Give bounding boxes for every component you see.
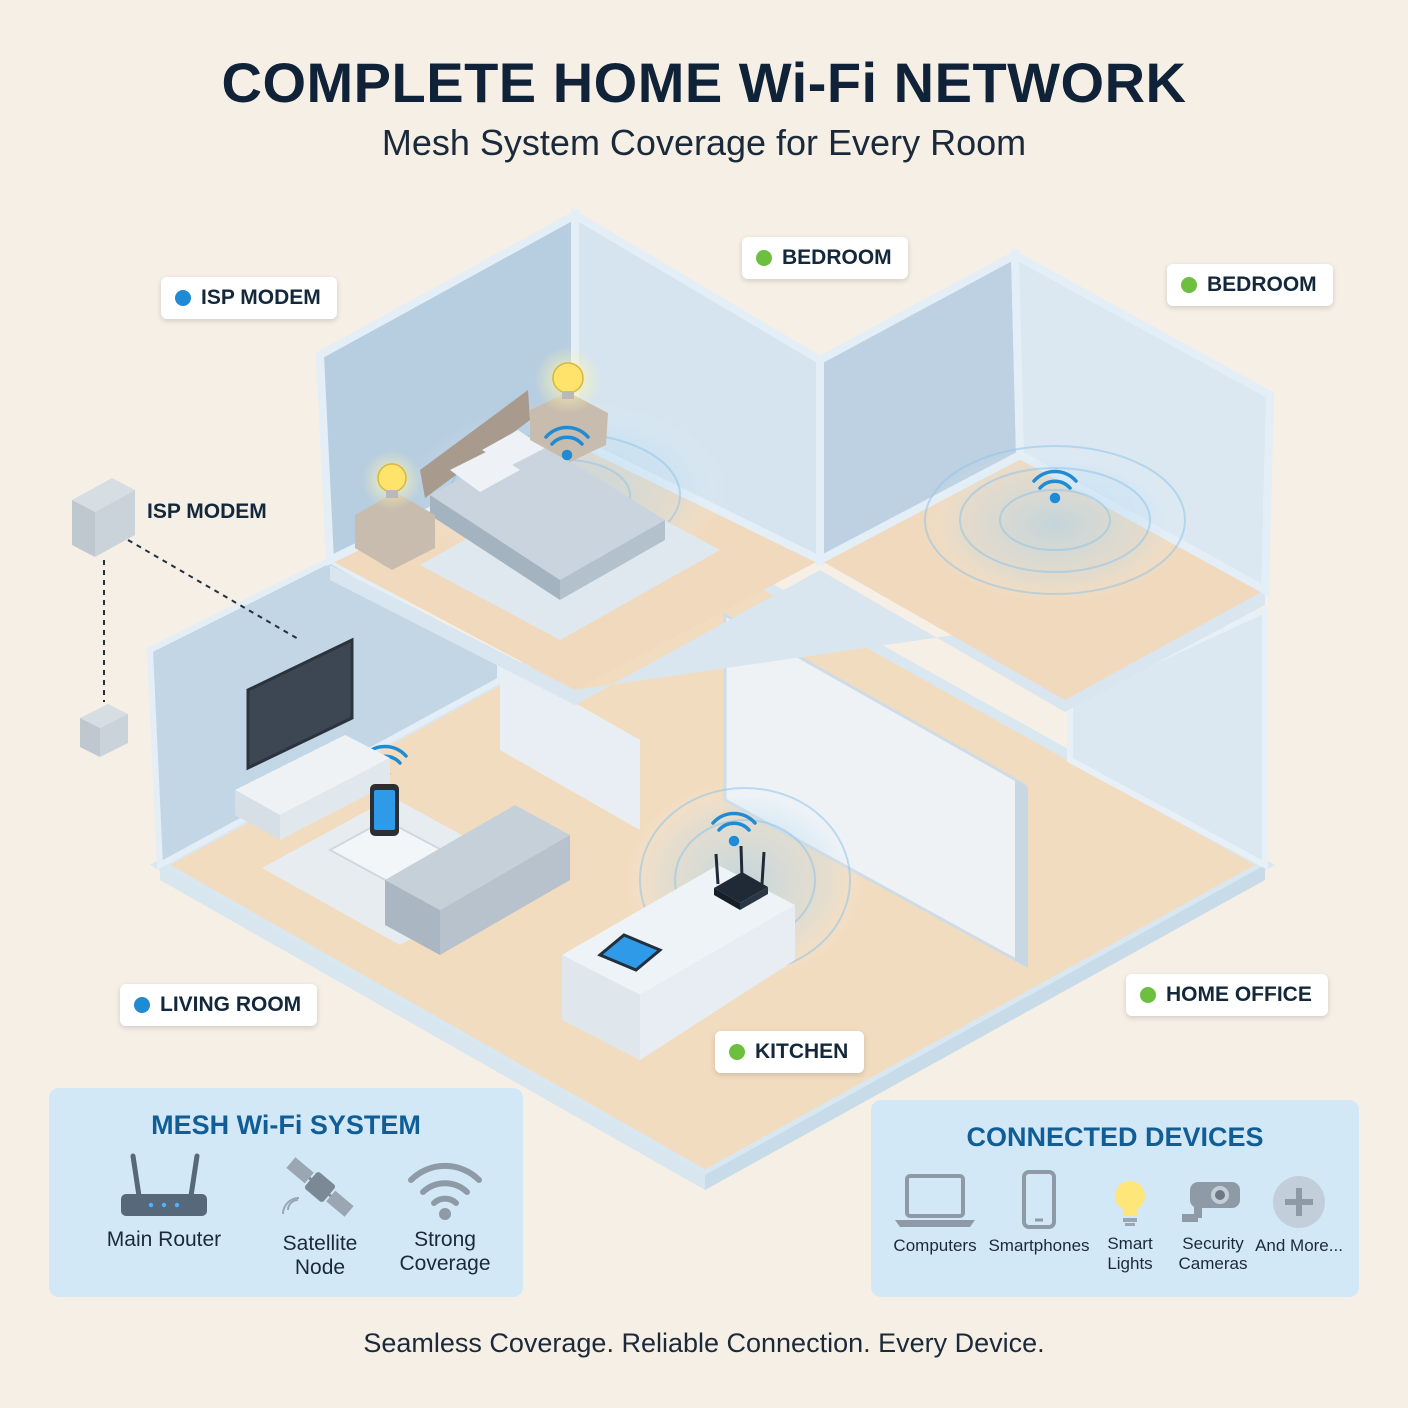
wifi-icon — [408, 1162, 482, 1220]
center-column — [500, 660, 640, 830]
device-item-smartphones: Smartphones — [987, 1170, 1091, 1256]
footer-tagline: Seamless Coverage. Reliable Connection. … — [363, 1328, 1045, 1358]
tv-console-front — [235, 790, 280, 840]
ground-floor-edge-right — [705, 865, 1265, 1190]
room-tag-label: BEDROOM — [782, 246, 892, 269]
mesh-item-label: Strong Coverage — [399, 1228, 491, 1275]
connection-line — [103, 539, 301, 702]
kitchen-counter-front — [562, 955, 640, 1060]
connected-devices-panel: CONNECTED DEVICES Computers Smartphones … — [871, 1100, 1359, 1297]
mesh-item-satellite-node: Satellite Node — [255, 1148, 385, 1280]
page-title: COMPLETE HOME Wi-Fi NETWORK — [221, 51, 1187, 114]
sofa-seat — [385, 805, 570, 910]
room-tag-label: BEDROOM — [1207, 273, 1317, 296]
device-item-label: Smartphones — [988, 1236, 1090, 1255]
mesh-panel-title: MESH Wi-Fi SYSTEM — [151, 1110, 421, 1140]
ground-floor-edge — [160, 865, 705, 1190]
mesh-item-label: Satellite Node — [282, 1232, 358, 1279]
device-item-and-more: And More... — [1253, 1174, 1345, 1256]
bed-front — [560, 520, 665, 600]
tv-screen — [246, 637, 354, 771]
kitchen-counter-side — [640, 905, 795, 1060]
room-tag-isp-modem: ISP MODEM — [161, 277, 337, 319]
bedroom-2-right-wall — [1010, 248, 1275, 597]
sofa-front — [385, 880, 440, 955]
mesh-item-strong-coverage: Strong Coverage — [385, 1152, 505, 1276]
room-tag-bedroom-1: BEDROOM — [742, 237, 908, 279]
device-item-security-cameras: Security Cameras — [1169, 1176, 1257, 1274]
sofa-back — [440, 835, 570, 955]
room-tag-living-room: LIVING ROOM — [120, 984, 318, 1026]
device-item-label: And More... — [1255, 1236, 1343, 1255]
security-camera-icon — [1182, 1182, 1240, 1222]
mesh-item-main-router: Main Router — [89, 1152, 239, 1252]
bedroom-2-coverage — [920, 445, 1190, 605]
tv-console-side — [280, 758, 390, 840]
lightbulb-icon — [377, 362, 584, 498]
device-item-label: Computers — [893, 1236, 977, 1255]
tablet-device — [597, 933, 663, 972]
bed-headboard — [420, 390, 530, 498]
status-dot — [1181, 277, 1197, 293]
devices-panel-title: CONNECTED DEVICES — [966, 1122, 1264, 1152]
nightstand-left — [355, 492, 435, 570]
tv-console-top — [235, 735, 390, 815]
room-tag-home-office: HOME OFFICE — [1126, 974, 1328, 1016]
kitchen-partition-side — [1015, 780, 1028, 968]
room-tag-label: ISP MODEM — [201, 286, 321, 309]
main-router-device — [714, 845, 768, 910]
device-item-smart-lights: Smart Lights — [1092, 1178, 1168, 1274]
plus-icon — [1273, 1176, 1325, 1228]
room-tag-label: LIVING ROOM — [160, 993, 302, 1016]
device-item-label: Smart Lights — [1107, 1234, 1153, 1273]
laptop-icon — [895, 1174, 975, 1227]
isp-modem-device — [72, 478, 135, 557]
router-icon — [121, 1153, 207, 1216]
isp-modem-label: ISP MODEM — [147, 500, 267, 523]
room-tag-label: HOME OFFICE — [1166, 983, 1312, 1006]
room-tag-label: KITCHEN — [755, 1040, 849, 1063]
mesh-item-label: Main Router — [106, 1228, 222, 1251]
smartphone-icon — [1022, 1170, 1056, 1229]
wall-outlet-box — [80, 704, 128, 757]
room-tag-bedroom-2: BEDROOM — [1167, 264, 1333, 306]
status-dot — [729, 1044, 745, 1060]
status-dot — [756, 250, 772, 266]
page-subtitle: Mesh System Coverage for Every Room — [381, 122, 1027, 163]
status-dot — [175, 290, 191, 306]
bed-side — [430, 495, 560, 600]
pillow — [482, 430, 545, 466]
device-item-computers: Computers — [885, 1172, 985, 1256]
mesh-system-panel: MESH Wi-Fi SYSTEM Main Router Satellite … — [49, 1088, 523, 1297]
room-tag-kitchen: KITCHEN — [715, 1031, 865, 1073]
device-item-label: Security Cameras — [1178, 1234, 1248, 1273]
status-dot — [134, 997, 150, 1013]
status-dot — [1140, 987, 1156, 1003]
satellite-icon — [282, 1157, 354, 1217]
lightbulb-icon — [1115, 1181, 1145, 1226]
